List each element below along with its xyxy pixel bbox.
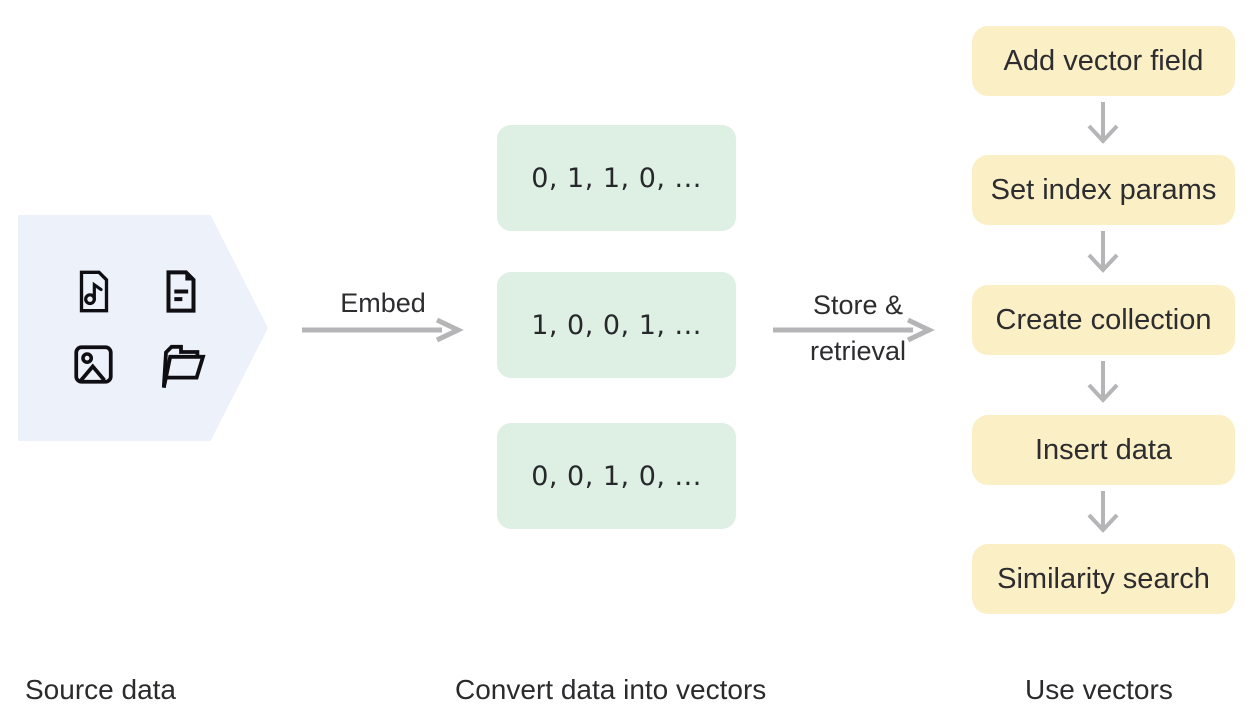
source-icon-grid [62, 267, 212, 393]
step-set-index-params: Set index params [972, 155, 1235, 225]
down-arrow [1087, 361, 1119, 403]
store-arrow-label-line2: retrieval [809, 336, 907, 366]
step-label: Create collection [995, 303, 1212, 336]
folder-icon [153, 335, 209, 393]
step-label: Add vector field [1003, 44, 1204, 77]
step-similarity-search: Similarity search [972, 544, 1235, 614]
step-label: Insert data [1034, 433, 1173, 466]
vector-box: 0, 0, 1, 0, ... [497, 423, 736, 529]
step-insert-data: Insert data [972, 415, 1235, 485]
down-arrow [1087, 231, 1119, 273]
down-arrow [1087, 102, 1119, 144]
step-add-vector-field: Add vector field [972, 26, 1235, 96]
step-create-collection: Create collection [972, 285, 1235, 355]
vector-values: 0, 0, 1, 0, ... [531, 460, 702, 492]
store-arrow-label-line1: Store & [812, 290, 904, 320]
embed-arrow-label: Embed [340, 288, 426, 318]
step-label: Set index params [990, 173, 1217, 206]
vector-box: 1, 0, 0, 1, ... [497, 272, 736, 378]
image-icon [71, 342, 116, 387]
store-retrieval-arrow [773, 317, 935, 343]
text-file-icon [161, 268, 201, 315]
down-arrow [1087, 491, 1119, 533]
vector-box: 0, 1, 1, 0, ... [497, 125, 736, 231]
convert-data-caption: Convert data into vectors [455, 674, 767, 705]
source-data-caption: Source data [25, 674, 176, 705]
embed-arrow [302, 317, 464, 343]
source-data-shape [18, 215, 268, 441]
vector-values: 1, 0, 0, 1, ... [531, 309, 702, 341]
audio-file-icon [74, 268, 114, 315]
step-label: Similarity search [997, 562, 1210, 595]
use-vectors-caption: Use vectors [1025, 674, 1173, 705]
vector-values: 0, 1, 1, 0, ... [531, 162, 702, 194]
